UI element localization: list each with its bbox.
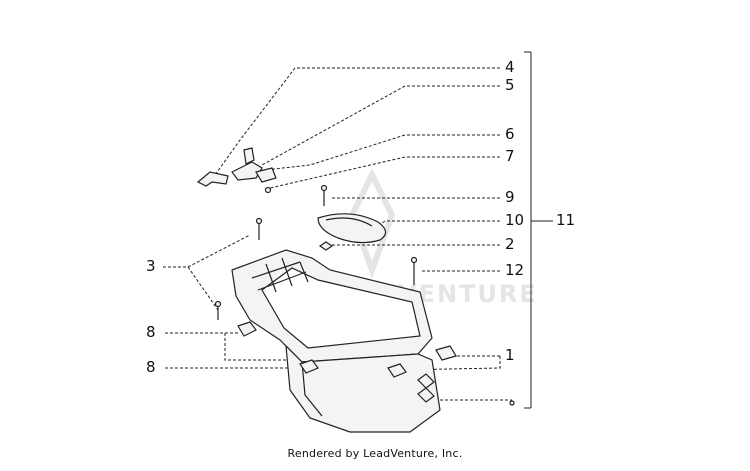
render-credit: Rendered by LeadVenture, Inc. (287, 447, 463, 460)
callout-8-upper[interactable]: 8 (146, 323, 156, 341)
callout-3[interactable]: 3 (146, 257, 156, 275)
screws (214, 184, 418, 320)
bracket-11 (524, 51, 553, 409)
callout-5[interactable]: 5 (505, 76, 515, 94)
callout-1[interactable]: 1 (505, 346, 515, 364)
callout-4[interactable]: 4 (505, 58, 515, 76)
storage-tray-part (231, 249, 441, 433)
callout-2[interactable]: 2 (505, 235, 515, 253)
watermark-logo-icon (348, 168, 396, 279)
callout-12[interactable]: 12 (505, 261, 525, 279)
callout-9[interactable]: 9 (505, 188, 515, 206)
rubber-pads (237, 321, 515, 406)
mount-bracket-part (196, 147, 277, 194)
callout-8-lower[interactable]: 8 (146, 358, 156, 376)
callout-6[interactable]: 6 (505, 125, 515, 143)
callout-11[interactable]: 11 (556, 211, 576, 229)
cover-lid-part (317, 213, 387, 244)
callout-7[interactable]: 7 (505, 147, 515, 165)
callout-10[interactable]: 10 (505, 211, 525, 229)
